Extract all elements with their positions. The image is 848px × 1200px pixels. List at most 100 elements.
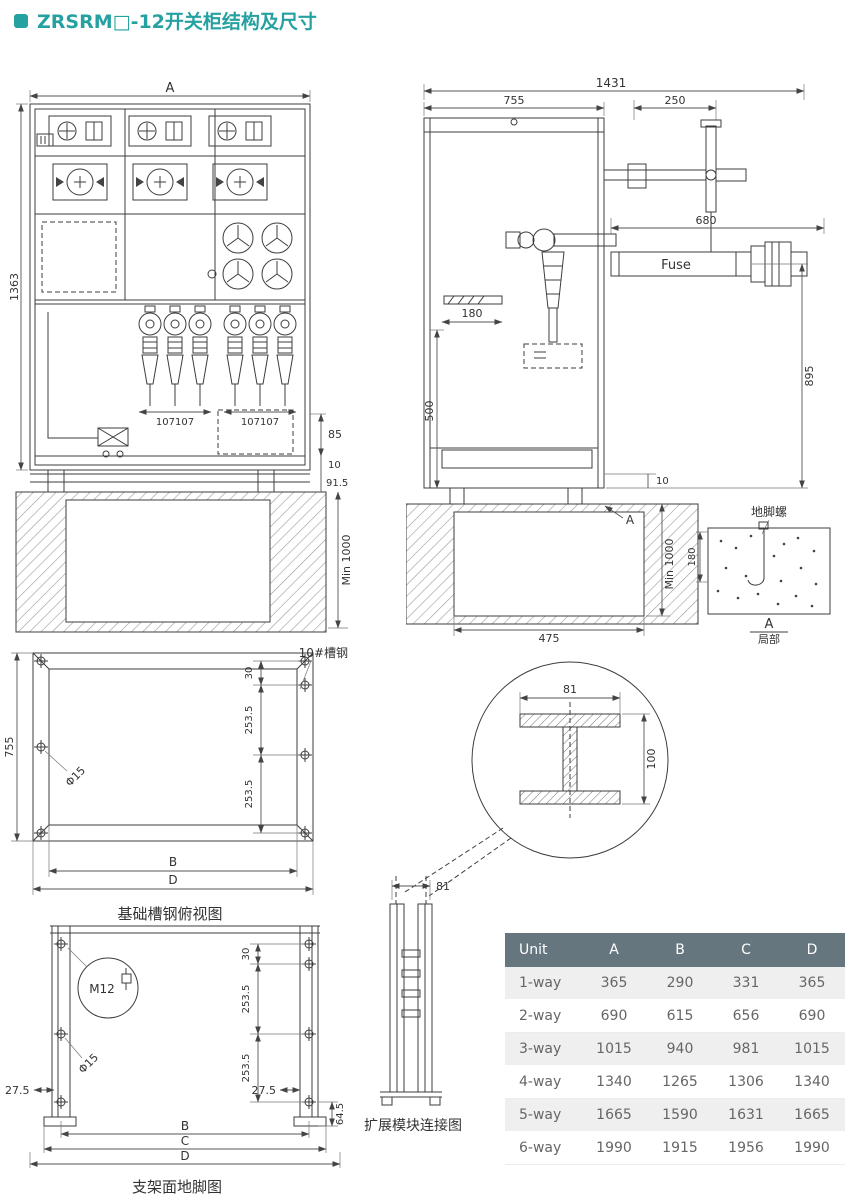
- cell-a: 1665: [596, 1107, 632, 1123]
- cell-a: 1340: [596, 1074, 632, 1090]
- front-dim-1363: 1363: [8, 103, 28, 471]
- dim-label-81: 81: [436, 880, 450, 893]
- dim-label-180: 180: [462, 307, 483, 320]
- front-right-dims: 85 10 91.5 Min 1000: [310, 413, 353, 629]
- cell-d: 1990: [794, 1140, 830, 1156]
- dim-label-b: B: [169, 855, 177, 869]
- cell-c: 1631: [728, 1107, 764, 1123]
- cell-d: 1015: [794, 1041, 830, 1057]
- table-row: 6-way 1990 1915 1956 1990: [505, 1132, 845, 1165]
- cell-d: 690: [798, 1008, 826, 1024]
- table-row: 5-way 1665 1590 1631 1665: [505, 1099, 845, 1132]
- dim-label-10: 10: [328, 460, 341, 471]
- ibeam-section: [519, 702, 621, 818]
- foundation-plan-drawing: 755 Φ15 10#槽钢 30 253.5 253.5 B D: [5, 646, 348, 923]
- page-title-text: ZRSRM□-12开关柜结构及尺寸: [37, 11, 317, 33]
- ibeam-detail-drawing: 81 100: [471, 661, 669, 859]
- dim-label-2535-bottom: 253.5: [244, 780, 255, 809]
- dim-label-1431: 1431: [596, 76, 627, 90]
- dim-label-detail-180: 180: [687, 547, 698, 566]
- dim-label-2535-bottom: 253.5: [241, 1054, 252, 1083]
- foundation-plan-title: 基础槽钢俯视图: [117, 905, 222, 923]
- dim-label-a: A: [166, 81, 175, 96]
- side-dim-895: 895: [606, 263, 816, 489]
- foundation-phi15: Φ15: [44, 750, 88, 789]
- side-breaker: [505, 228, 617, 369]
- side-foundation: [406, 503, 699, 625]
- dim-label-645: 64.5: [335, 1103, 346, 1125]
- dim-label-d: D: [180, 1149, 189, 1163]
- cell-a: 1015: [596, 1041, 632, 1057]
- dim-label-895: 895: [803, 366, 816, 387]
- side-dim-475: 475: [453, 616, 645, 644]
- dim-label-85: 85: [328, 428, 342, 441]
- dim-label-1363: 1363: [8, 273, 21, 301]
- dimension-table: Unit A B C D 1-way 365 290 331 365 2-way…: [505, 933, 845, 1165]
- ref-label-a: A: [626, 513, 635, 527]
- table-row: 1-way 365 290 331 365: [505, 967, 845, 1000]
- side-cabinet-outline: [423, 117, 605, 505]
- side-ref-a-arrow: A: [604, 505, 635, 527]
- front-cabinet-outline: [29, 103, 311, 493]
- front-foundation: [15, 491, 327, 633]
- ibeam-dim-100: 100: [622, 713, 658, 805]
- expansion-module-drawing: 81 扩展模块连接图: [364, 876, 462, 1134]
- col-header-unit: Unit: [519, 942, 548, 958]
- foundation-dim-b-d: B D: [32, 825, 314, 895]
- cell-b: 940: [666, 1041, 694, 1057]
- expansion-module-title: 扩展模块连接图: [364, 1117, 462, 1134]
- dim-label-275-left: 27.5: [5, 1084, 30, 1097]
- dim-label-d: D: [168, 873, 177, 887]
- m12-label: M12: [89, 982, 115, 996]
- dim-label-275-right: 27.5: [252, 1084, 277, 1097]
- foundation-frame: [32, 652, 314, 842]
- dim-label-min1000: Min 1000: [340, 534, 353, 585]
- cell-d: 1665: [794, 1107, 830, 1123]
- bracket-plan-drawing: M12 Φ15 30 253.5 253.5 64.5 27.5 27.5: [5, 925, 346, 1196]
- dim-label-30: 30: [241, 948, 252, 961]
- side-view-drawing: 1431 755 250: [406, 76, 831, 644]
- cell-b: 290: [666, 975, 694, 991]
- side-dim-500: 500: [423, 329, 444, 489]
- cell-c: 1956: [728, 1140, 764, 1156]
- table-header-row: Unit A B C D: [505, 933, 845, 967]
- cell-c: 656: [732, 1008, 760, 1024]
- anchor-bolt-detail: 地脚螺 180 A 局部: [687, 504, 831, 644]
- side-dim-180: 180: [441, 295, 503, 325]
- expansion-channels: [380, 876, 442, 1106]
- section-bullet-icon: [14, 13, 28, 28]
- dim-label-100: 100: [645, 749, 658, 770]
- dim-label-2535-top: 253.5: [241, 985, 252, 1014]
- cell-b: 615: [666, 1008, 694, 1024]
- cell-b: 1915: [662, 1140, 698, 1156]
- detail-ref-letter: A: [765, 617, 774, 632]
- fuse-label: Fuse: [661, 258, 691, 273]
- ibeam-dim-81: 81: [519, 683, 621, 714]
- col-header-b: B: [675, 942, 685, 958]
- cell-c: 331: [732, 975, 760, 991]
- dim-label-30: 30: [244, 667, 255, 680]
- dim-label-500: 500: [423, 401, 436, 422]
- detail-connector-lines: [404, 827, 512, 897]
- bracket-dim-275: 27.5 27.5: [5, 1084, 301, 1097]
- front-dim-107: 107107 107107: [138, 409, 297, 428]
- side-dim-min1000: Min 1000: [646, 503, 676, 617]
- side-mechanism: [603, 119, 747, 252]
- cell-unit: 3-way: [519, 1041, 562, 1057]
- col-header-a: A: [609, 942, 619, 958]
- dim-label-915: 91.5: [326, 478, 348, 489]
- table-row: 3-way 1015 940 981 1015: [505, 1033, 845, 1066]
- front-view-drawing: A 1363: [8, 81, 353, 633]
- col-header-d: D: [806, 942, 818, 958]
- dim-label-755: 755: [504, 94, 525, 107]
- channel-steel-label: 10#槽钢: [299, 646, 348, 660]
- dim-label-680: 680: [696, 214, 717, 227]
- cell-b: 1265: [662, 1074, 698, 1090]
- front-dim-a: A: [29, 81, 311, 102]
- side-dim-755-250: 755 250: [423, 94, 717, 120]
- foundation-dim-755: 755: [5, 652, 33, 842]
- dim-label-475: 475: [539, 632, 560, 644]
- cell-b: 1590: [662, 1107, 698, 1123]
- foundation-channel-callout: 10#槽钢: [299, 646, 348, 690]
